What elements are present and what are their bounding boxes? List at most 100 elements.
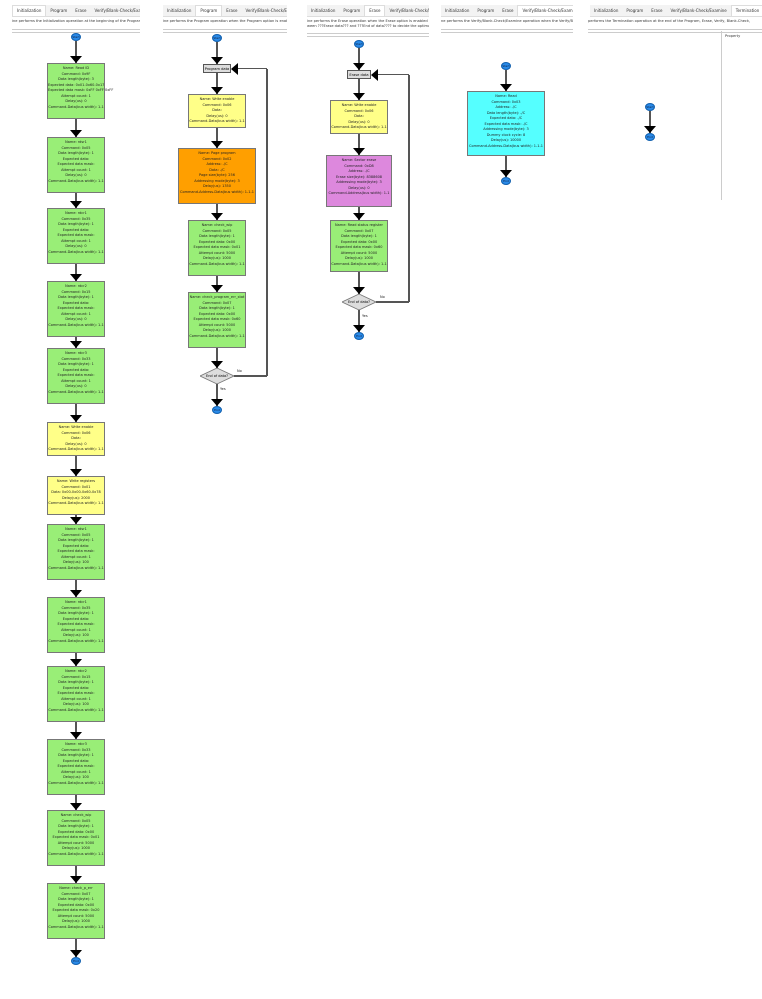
divider (307, 36, 429, 37)
end-node[interactable]: End (645, 133, 655, 141)
connector-line (216, 128, 218, 148)
arrow-down-icon (211, 361, 223, 368)
node-property-line: Command: 0x05 (61, 818, 91, 823)
tab-erase[interactable]: Erase (651, 8, 663, 13)
tab-program[interactable]: Program (195, 5, 223, 16)
node-property-line: Delay(us): 1350 (202, 184, 231, 188)
arrow-down-icon (70, 659, 82, 666)
arrow-down-icon (70, 56, 82, 63)
node-property-line: Command-Address-Data(bus width): 1-1-1 (469, 143, 543, 148)
connector-line (234, 375, 267, 377)
tab-program[interactable]: Program (477, 8, 495, 13)
program-data-loop-node[interactable]: Program data (203, 64, 231, 73)
node-property-line: Delay(us): 0 (65, 99, 87, 103)
tab-initialization[interactable]: Initialization (167, 8, 192, 13)
node-property-line: Expected data mask: (57, 764, 95, 768)
tab-erase[interactable]: Erase (364, 5, 386, 16)
tab-erase[interactable]: Erase (502, 8, 514, 13)
end-node[interactable]: End (212, 406, 222, 414)
node-property-line: Name: rdcr3 (65, 742, 87, 746)
node-property-line: Expected data: (62, 758, 90, 763)
node-property-line: Expected data: 0x00 (57, 829, 95, 834)
connector-line (505, 156, 507, 177)
arrow-down-icon (70, 415, 82, 422)
divider (307, 33, 429, 34)
divider (441, 29, 573, 30)
tab-verify-blank-check-examine[interactable]: Verify/Blank-Check/Examine (517, 5, 573, 16)
end-node[interactable]: End (354, 332, 364, 340)
tab-program[interactable]: Program (50, 8, 68, 13)
erase-data-loop-node[interactable]: Erase data (347, 70, 371, 79)
tab-verify-blank-check-examine[interactable]: Verify/Blank-Check/Examine (245, 8, 287, 13)
tab-erase[interactable]: Erase (75, 8, 87, 13)
connector-line (75, 41, 77, 63)
end-of-data-decision[interactable]: End of data? (200, 368, 234, 384)
node-property-line: Command: 0x33 (61, 356, 91, 361)
tab-initialization[interactable]: Initialization (311, 8, 336, 13)
start-node[interactable]: Start (212, 34, 222, 42)
node-property-line: Delay(us): 0 (65, 244, 87, 248)
end-of-data-decision[interactable]: End of data? (342, 294, 376, 310)
node-property-line: Name: check_p_err (59, 886, 93, 890)
node-property-line: Command-Data(bus width): 1-1 (48, 322, 104, 327)
tab-verify-blank-check-examine[interactable]: Verify/Blank-Check/Examine (670, 8, 727, 13)
tab-program[interactable]: Program (343, 8, 361, 13)
node-property-line: Data length(byte): 1 (58, 362, 94, 366)
arrow-down-icon (211, 141, 223, 148)
start-node[interactable]: Start (354, 40, 364, 48)
node-property-line: Delay(us): 0 (65, 317, 87, 321)
tab-erase[interactable]: Erase (226, 8, 238, 13)
divider (12, 29, 140, 30)
tab-verify-blank-check-examine[interactable]: Verify/Blank-Check/Examine (94, 8, 140, 13)
tab-verify-blank-check-examine[interactable]: Verify/Blank-Check/Examine (389, 8, 429, 13)
node-property-line: Command: 0x06 (61, 430, 91, 435)
arrow-down-icon (211, 285, 223, 292)
node-property-line: Attempt count: 1 (61, 769, 91, 774)
node-property-line: Command-Data(bus width): 1-1 (48, 924, 104, 929)
yes-label: Yes (220, 387, 226, 391)
node-property-line: Delay(us): 2000 (61, 495, 90, 500)
tab-initialization[interactable]: Initialization (445, 8, 470, 13)
node-property-line: Address: -/C (348, 169, 370, 173)
arrow-down-icon (70, 590, 82, 597)
tab-program[interactable]: Program (626, 8, 644, 13)
tab-initialization[interactable]: Initialization (12, 5, 47, 16)
node-property-line: Data: (212, 108, 222, 112)
arrow-down-icon (70, 274, 82, 281)
connector-line (216, 42, 218, 64)
tab-termination[interactable]: Termination (730, 5, 762, 16)
divider (12, 32, 140, 33)
node-property-line: Dummy clock cycle: 8 (486, 132, 526, 137)
node-property-line: Command-Data(bus width): 1-1 (48, 638, 104, 643)
start-node[interactable]: Start (501, 62, 511, 70)
end-node[interactable]: End (501, 177, 511, 185)
tab-initialization[interactable]: Initialization (594, 8, 619, 13)
node-property-line: Command: 0x02 (202, 156, 232, 161)
end-node[interactable]: End (71, 957, 81, 965)
connector-line (75, 193, 77, 208)
start-node[interactable]: Start (645, 103, 655, 111)
start-node[interactable]: Start (71, 33, 81, 41)
